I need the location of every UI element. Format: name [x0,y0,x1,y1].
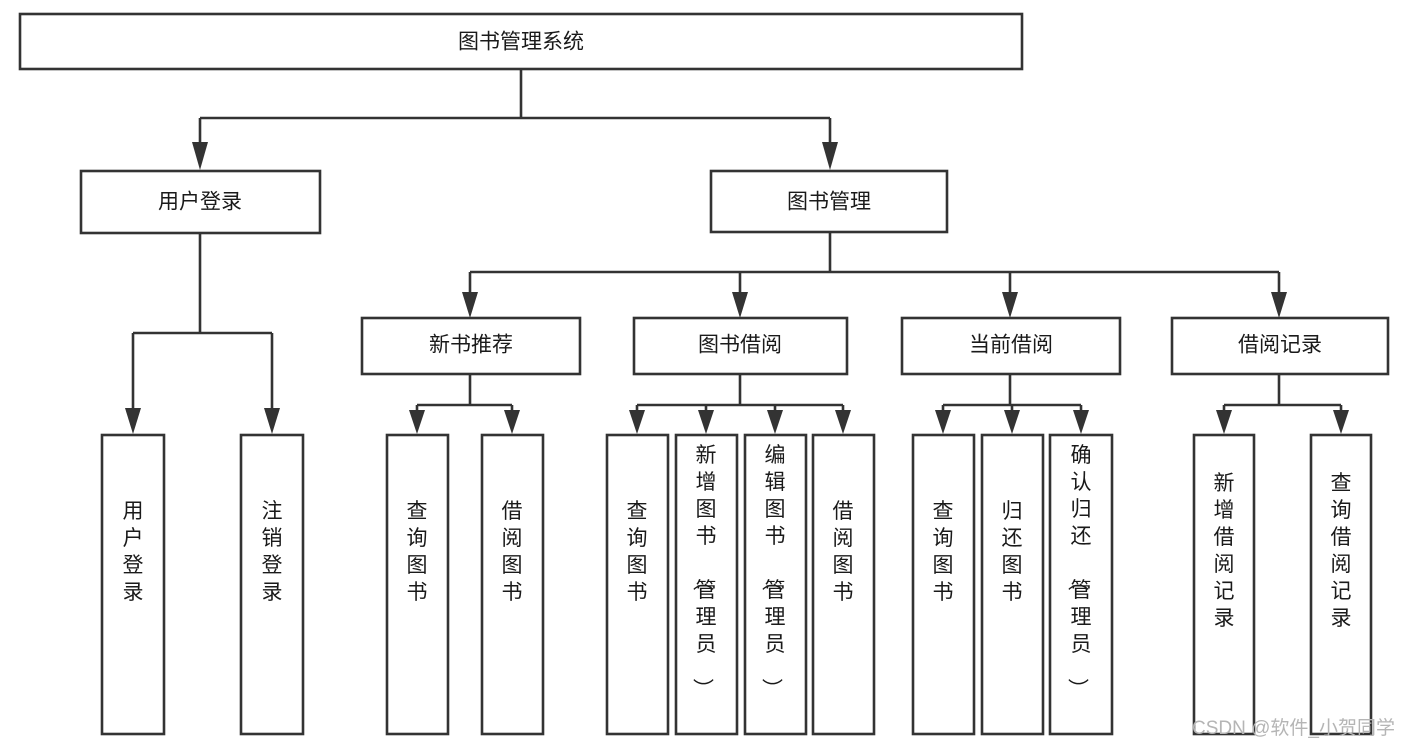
node-leaf-borrow-book-1-label: 借阅图书 [502,500,523,604]
node-leaf-return-book-box[interactable] [980,433,1045,736]
node-borrow-record-label: 借阅记录 [1238,334,1322,357]
arrow-head-leaf-borrow-book-1 [504,410,520,434]
node-leaf-add-book-label: 新增图书（管理员） [691,444,717,699]
node-borrow-record-box[interactable] [1170,316,1390,376]
node-leaf-query-book-1[interactable]: 查询图书 [385,433,450,736]
arrow-head-leaf-query-book-1 [409,410,425,434]
node-leaf-return-book-label: 归还图书 [1002,500,1023,604]
node-leaf-query-record[interactable]: 查询借阅记录 [1309,433,1373,736]
node-leaf-query-book-3-label: 查询图书 [933,500,954,604]
node-leaf-add-record-box[interactable] [1192,433,1256,736]
node-leaf-query-book-2-label: 查询图书 [627,500,648,604]
arrow-head-leaf-user-login [125,408,141,434]
node-root[interactable]: 图书管理系统 [18,12,1024,71]
node-leaf-query-book-3[interactable]: 查询图书 [911,433,976,736]
node-leaf-confirm-return[interactable]: 确认归还（管理员） [1048,433,1114,736]
arrow-head-leaf-confirm-return [1073,410,1089,434]
node-new-book-recommend[interactable]: 新书推荐 [360,316,582,376]
arrow-head-leaf-edit-book [767,410,783,434]
node-current-borrow-box[interactable] [900,316,1122,376]
node-book-management[interactable]: 图书管理 [709,169,949,234]
node-leaf-edit-book[interactable]: 编辑图书（管理员） [743,433,808,736]
connector-layer [125,69,1349,434]
node-leaf-borrow-book-1[interactable]: 借阅图书 [480,433,545,736]
node-leaf-add-book[interactable]: 新增图书（管理员） [674,433,739,736]
arrow-head-leaf-add-book [698,410,714,434]
node-leaf-edit-book-box[interactable] [743,433,808,736]
node-book-borrow-box[interactable] [632,316,849,376]
arrow-head-borrow-record [1271,292,1287,318]
node-leaf-user-login-label: 用户登录 [123,500,144,604]
node-leaf-query-book-3-box[interactable] [911,433,976,736]
node-borrow-record[interactable]: 借阅记录 [1170,316,1390,376]
node-user-login-box[interactable] [79,169,322,235]
node-leaf-edit-book-label: 编辑图书（管理员） [760,444,786,699]
node-book-management-box[interactable] [709,169,949,234]
arrow-head-current-borrow [1002,292,1018,318]
node-book-management-label: 图书管理 [787,191,871,214]
arrow-head-leaf-add-record [1216,410,1232,434]
arrow-head-user-login [192,142,208,170]
node-leaf-query-book-2[interactable]: 查询图书 [605,433,670,736]
node-current-borrow[interactable]: 当前借阅 [900,316,1122,376]
node-leaf-user-login-box[interactable] [100,433,166,736]
node-root-label: 图书管理系统 [458,31,584,54]
node-leaf-query-record-box[interactable] [1309,433,1373,736]
node-new-book-recommend-box[interactable] [360,316,582,376]
node-leaf-borrow-book-1-box[interactable] [480,433,545,736]
arrow-head-leaf-logout-login [264,408,280,434]
arrow-head-book-management [822,142,838,170]
node-leaf-add-record[interactable]: 新增借阅记录 [1192,433,1256,736]
node-leaf-query-book-1-box[interactable] [385,433,450,736]
arrow-head-leaf-query-record [1333,410,1349,434]
node-leaf-add-record-label: 新增借阅记录 [1214,472,1235,630]
arrow-head-new-book-recommend [462,292,478,318]
watermark-label: CSDN @软件_小贺同学 [1192,717,1395,739]
node-user-login-label: 用户登录 [158,191,242,214]
node-user-login[interactable]: 用户登录 [79,169,322,235]
node-leaf-logout-login-label: 注销登录 [262,500,283,604]
node-leaf-query-record-label: 查询借阅记录 [1331,472,1352,630]
arrow-head-book-borrow [732,292,748,318]
node-book-borrow[interactable]: 图书借阅 [632,316,849,376]
node-leaf-query-book-2-box[interactable] [605,433,670,736]
node-book-borrow-label: 图书借阅 [698,334,782,357]
node-leaf-user-login[interactable]: 用户登录 [100,433,166,736]
node-leaf-confirm-return-box[interactable] [1048,433,1114,736]
node-leaf-query-book-1-label: 查询图书 [407,500,428,604]
arrow-head-leaf-return-book [1004,410,1020,434]
node-leaf-confirm-return-label: 确认归还（管理员） [1066,444,1092,699]
node-new-book-recommend-label: 新书推荐 [429,334,513,357]
node-leaf-add-book-box[interactable] [674,433,739,736]
arrow-head-leaf-borrow-book-2 [835,410,851,434]
node-current-borrow-label: 当前借阅 [969,334,1053,357]
node-leaf-logout-login[interactable]: 注销登录 [239,433,305,736]
node-root-box[interactable] [18,12,1024,71]
node-leaf-logout-login-box[interactable] [239,433,305,736]
node-leaf-borrow-book-2[interactable]: 借阅图书 [811,433,876,736]
node-leaf-borrow-book-2-label: 借阅图书 [833,500,854,604]
arrow-head-leaf-query-book-2 [629,410,645,434]
node-leaf-borrow-book-2-box[interactable] [811,433,876,736]
arrow-head-leaf-query-book-3 [935,410,951,434]
node-leaf-return-book[interactable]: 归还图书 [980,433,1045,736]
